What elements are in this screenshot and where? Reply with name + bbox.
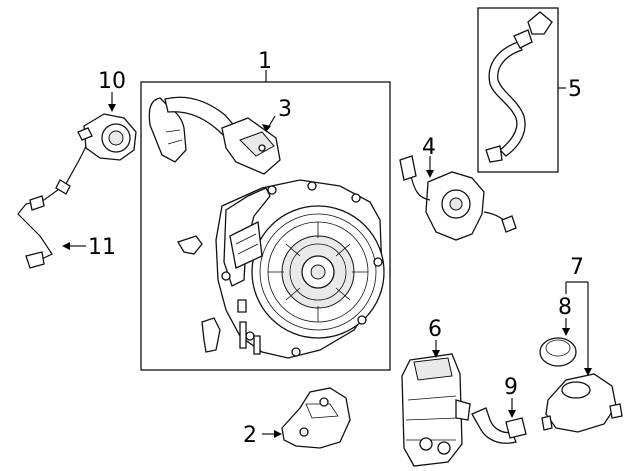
callout-6: 6 bbox=[428, 317, 442, 342]
part-5-coolant-hose[interactable] bbox=[485, 11, 553, 163]
part-6-inverter-unit[interactable] bbox=[401, 353, 471, 467]
part-3-cable-harness[interactable] bbox=[148, 96, 281, 175]
part-8-reservoir-cap[interactable] bbox=[539, 337, 577, 367]
part-5-hose-frame bbox=[477, 7, 559, 173]
callout-9: 9 bbox=[504, 375, 518, 400]
bracket-small-lower[interactable] bbox=[201, 317, 221, 353]
motor-housing[interactable] bbox=[215, 179, 385, 359]
callout-3: 3 bbox=[278, 97, 292, 122]
part-10-speed-sensor[interactable] bbox=[77, 113, 137, 161]
part-9-reservoir-hose[interactable] bbox=[471, 407, 527, 444]
callout-2: 2 bbox=[243, 423, 257, 448]
callout-10: 10 bbox=[98, 69, 126, 94]
bracket-small-upper[interactable] bbox=[177, 235, 203, 255]
callout-4: 4 bbox=[422, 135, 436, 160]
part-2-mount-bracket[interactable] bbox=[281, 387, 351, 449]
part-11-sensor-wire[interactable] bbox=[17, 145, 87, 269]
part-7-coolant-reservoir[interactable] bbox=[541, 373, 623, 433]
callout-1: 1 bbox=[258, 49, 272, 74]
callout-8: 8 bbox=[558, 295, 572, 320]
bolt-set[interactable] bbox=[237, 299, 261, 355]
part-4-pump-assembly[interactable] bbox=[399, 155, 517, 241]
callout-7: 7 bbox=[570, 255, 584, 280]
callout-5: 5 bbox=[568, 77, 582, 102]
callout-11: 11 bbox=[88, 235, 116, 260]
